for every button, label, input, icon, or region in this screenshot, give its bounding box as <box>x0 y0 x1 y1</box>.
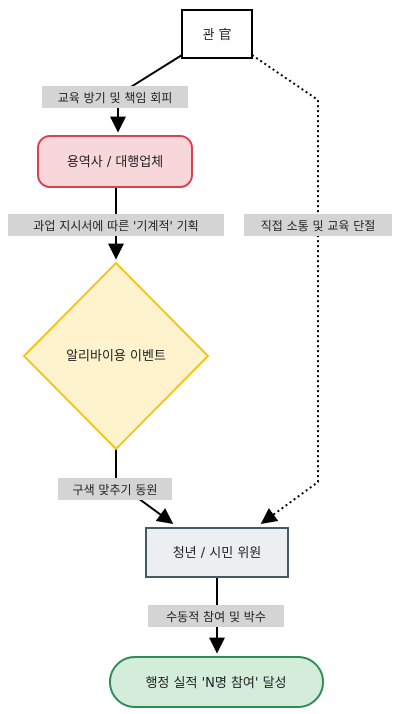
svg-text:수동적 참여 및 박수: 수동적 참여 및 박수 <box>166 610 266 624</box>
svg-text:청년 / 시민 위원: 청년 / 시민 위원 <box>173 546 262 561</box>
svg-text:행정 실적 'N명 참여' 달성: 행정 실적 'N명 참여' 달성 <box>145 675 286 691</box>
edge-gov-to-citizens <box>251 54 319 524</box>
node-contractor: 용역사 / 대행업체 <box>37 135 193 188</box>
edge-label-contractor-to-event: 과업 지시서에 따른 '기계적' 기획 <box>8 214 224 236</box>
svg-text:교육 방기 및 책임 회피: 교육 방기 및 책임 회피 <box>58 90 173 105</box>
edge-label-gov-to-contractor: 교육 방기 및 책임 회피 <box>42 86 188 108</box>
edge-label-gov-to-citizens: 직접 소통 및 교육 단절 <box>244 214 392 236</box>
svg-text:직접 소통 및 교육 단절: 직접 소통 및 교육 단절 <box>261 219 376 233</box>
svg-text:구색 맞추기 동원: 구색 맞추기 동원 <box>73 483 158 497</box>
svg-text:과업 지시서에 따른 '기계적' 기획: 과업 지시서에 따른 '기계적' 기획 <box>33 219 198 233</box>
svg-text:관 官: 관 官 <box>202 27 231 43</box>
svg-text:용역사 / 대행업체: 용역사 / 대행업체 <box>67 154 163 170</box>
edge-label-citizens-to-outcome: 수동적 참여 및 박수 <box>148 605 284 627</box>
node-event: 알리바이용 이벤트 <box>22 261 210 451</box>
node-citizens: 청년 / 시민 위원 <box>145 527 289 578</box>
edge-label-event-to-citizens: 구색 맞추기 동원 <box>58 478 172 500</box>
node-outcome: 행정 실적 'N명 참여' 달성 <box>109 656 324 708</box>
node-government: 관 官 <box>181 9 253 59</box>
svg-text:알리바이용 이벤트: 알리바이용 이벤트 <box>66 349 166 364</box>
